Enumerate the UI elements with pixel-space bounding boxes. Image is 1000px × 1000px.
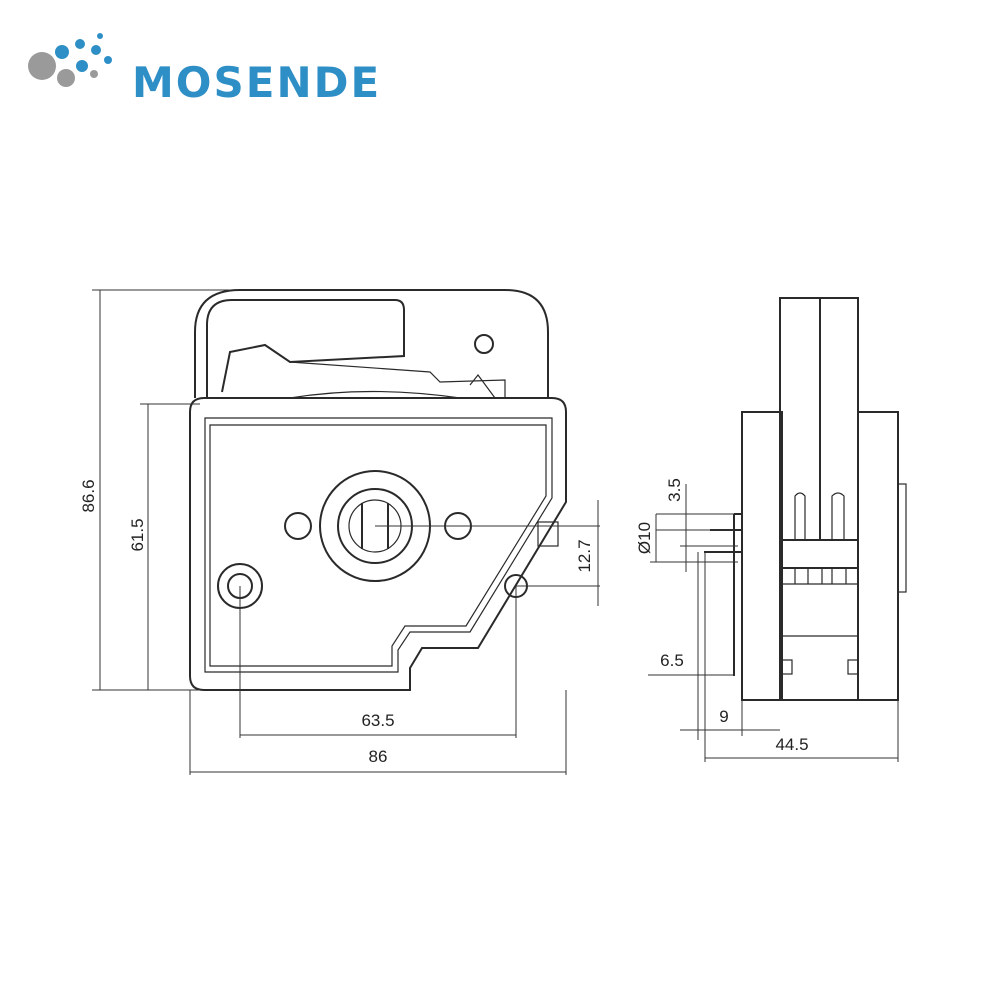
dim-offset-9: 9: [719, 707, 728, 726]
dim-total-height: 86.6: [79, 479, 98, 512]
dim-offset-6-5: 6.5: [660, 651, 684, 670]
side-view: [704, 297, 907, 701]
dim-depth: 44.5: [775, 735, 808, 754]
front-view: [189, 289, 567, 691]
dim-offset-top: 3.5: [665, 478, 684, 502]
dim-total-width: 86: [369, 747, 388, 766]
dim-body-height: 61.5: [128, 518, 147, 551]
dim-hole-spacing: 63.5: [361, 711, 394, 730]
logo-dots-icon: [28, 33, 112, 87]
brand-name: MOSENDE: [132, 58, 382, 107]
side-dimensions: 3.5 Ø10 6.5 9 44.5: [635, 478, 899, 762]
front-dimensions: 86.6 61.5 63.5 86 12.7: [79, 289, 600, 775]
dim-shaft-diameter: Ø10: [635, 522, 654, 554]
brand-logo: MOSENDE: [22, 28, 379, 107]
dim-vertical-offset: 12.7: [575, 539, 594, 572]
